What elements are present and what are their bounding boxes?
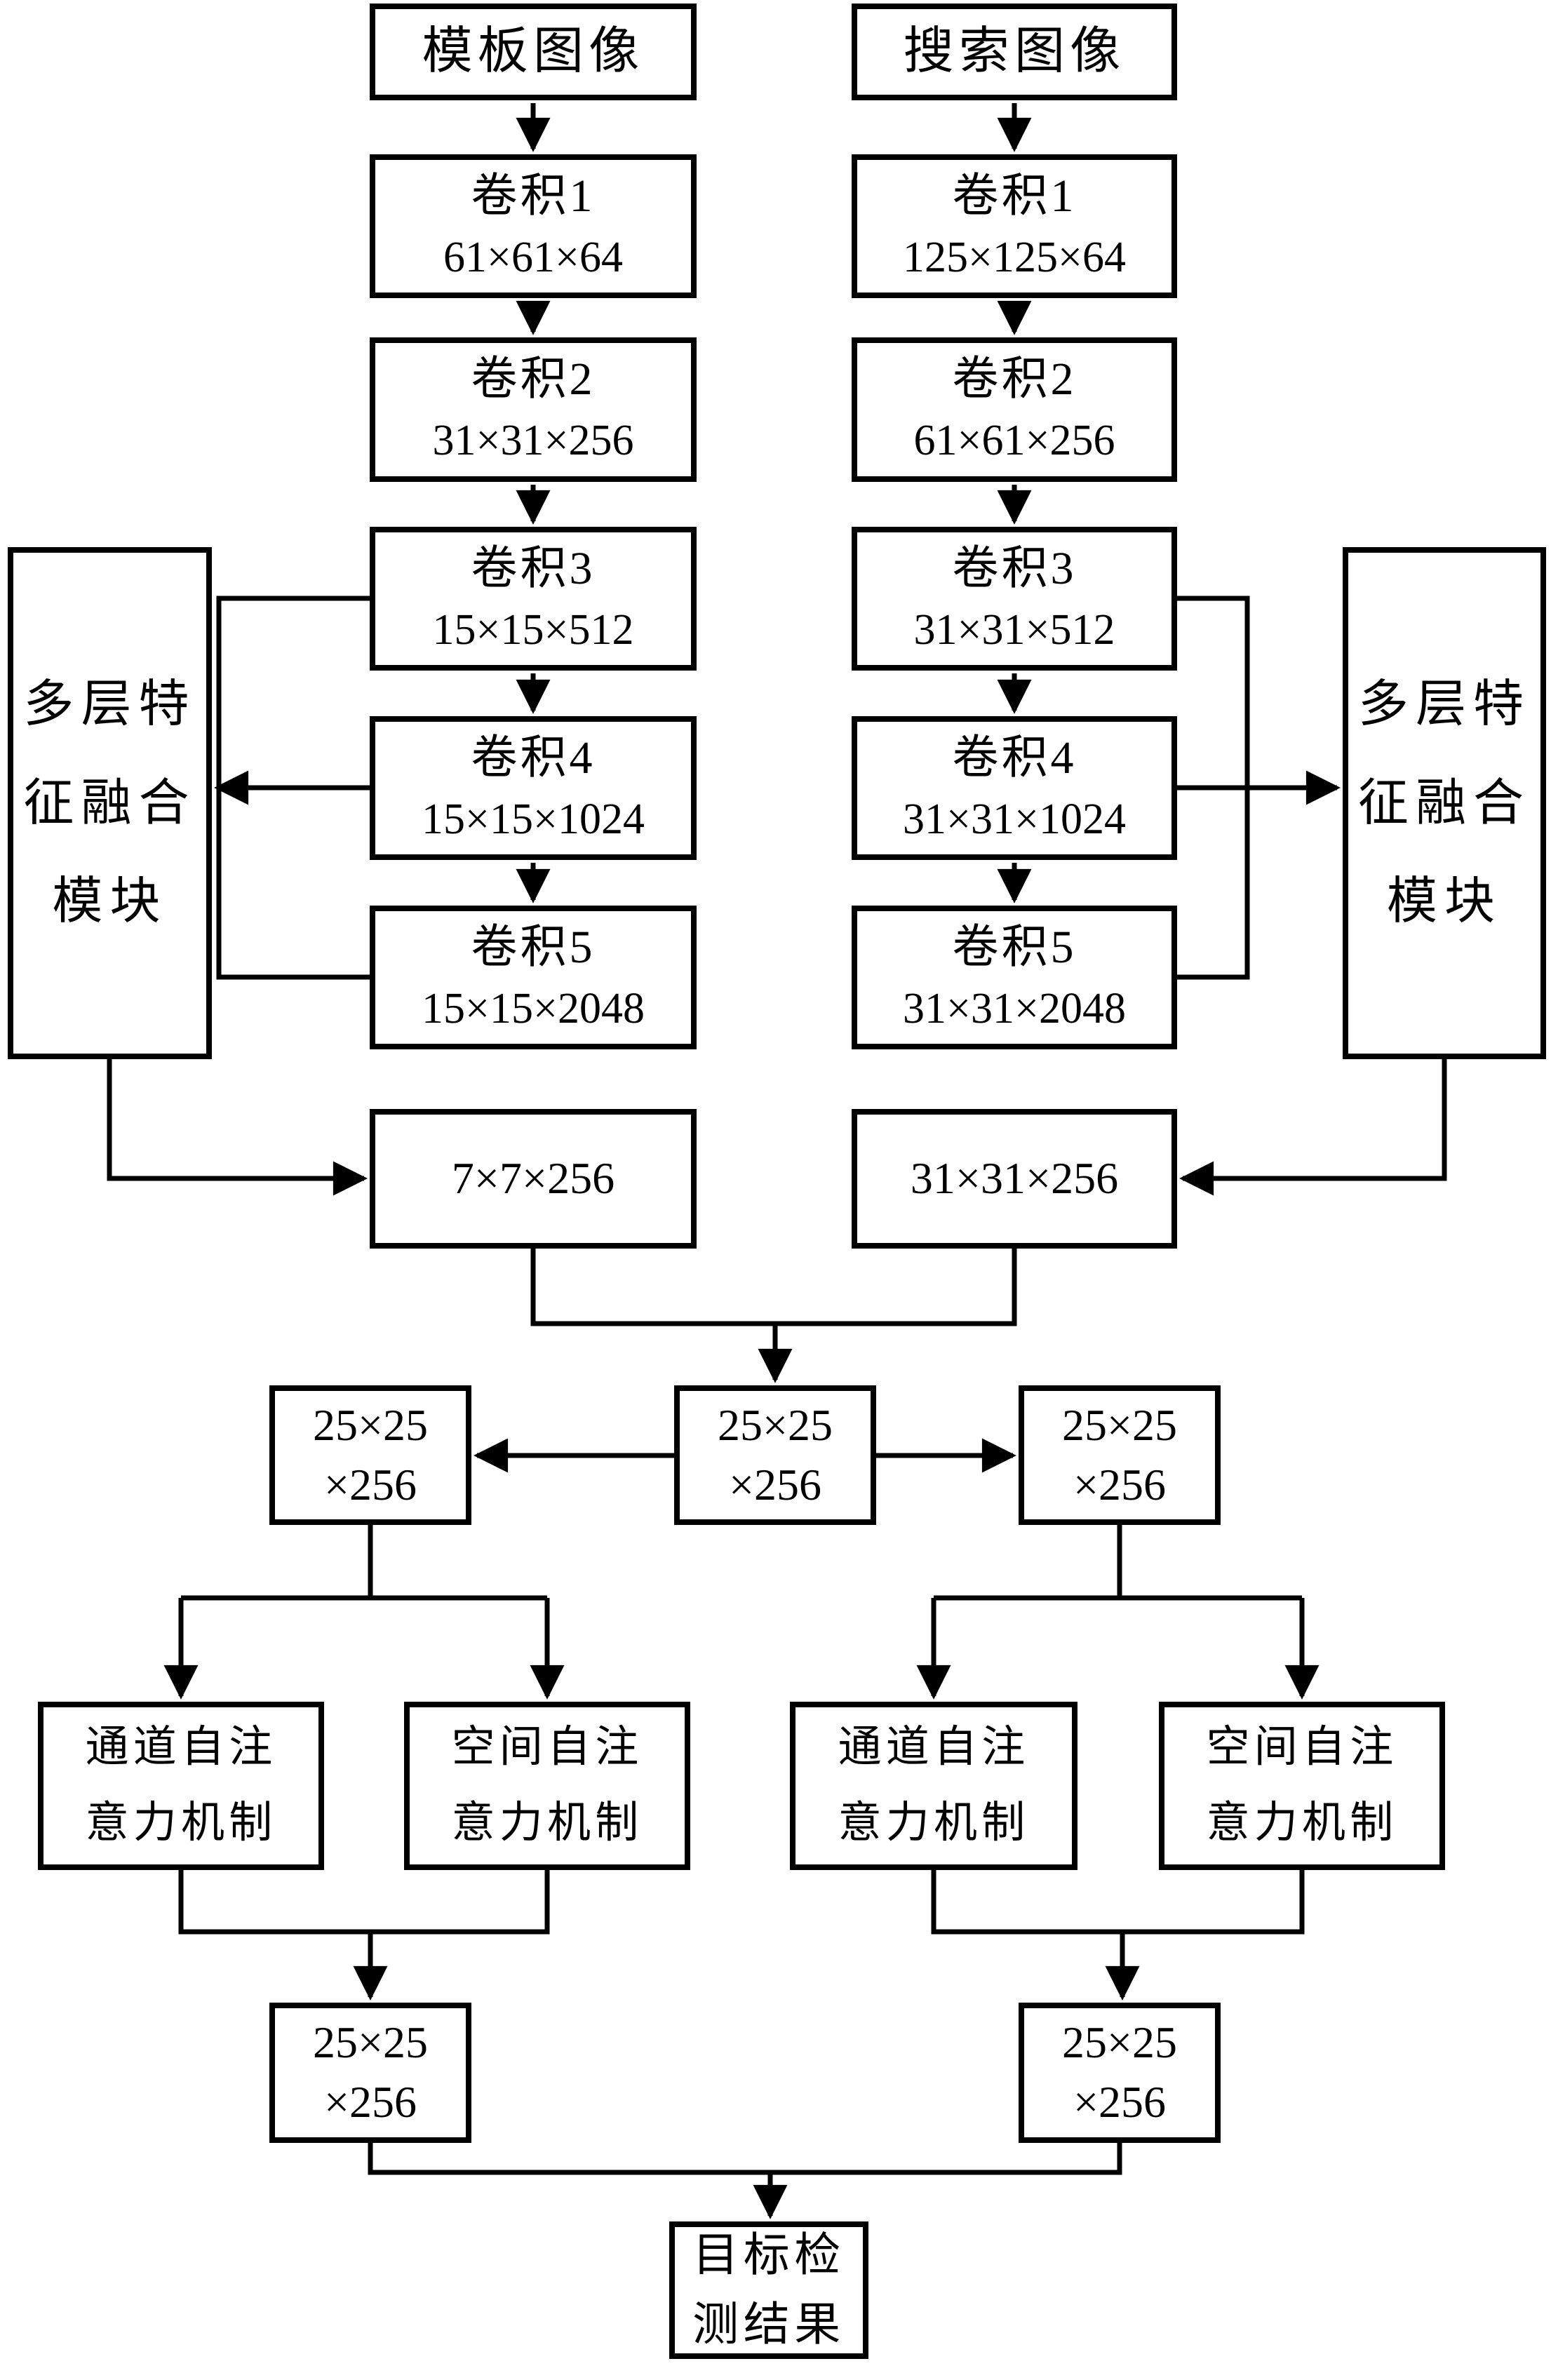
template-conv2-box: 卷积2 31×31×256 [370,337,697,482]
template-conv4-box: 卷积4 15×15×1024 [370,716,697,860]
search-spatial-attention-box: 空间自注 意力机制 [1159,1702,1445,1870]
search-attention-input-box: 25×25 ×256 [1019,1385,1221,1525]
correlation-feature-box: 25×25 ×256 [674,1385,876,1525]
feature-dims-line: 25×25 [312,1400,429,1451]
feature-dims-line: ×256 [728,1459,822,1510]
conv-title: 卷积4 [471,732,596,784]
feature-dims-line: 25×25 [1061,1400,1178,1451]
fusion-label-line: 多层特 [1357,676,1531,733]
search-conv4-box: 卷积4 31×31×1024 [852,716,1177,860]
attention-label-line: 意力机制 [451,1799,643,1847]
attention-label-line: 意力机制 [838,1799,1030,1847]
conv-title: 卷积5 [952,922,1077,974]
merge-template-feature [530,1249,775,1326]
template-fused-feature-box: 7×7×256 [370,1109,697,1249]
template-conv3-box: 卷积3 15×15×512 [370,527,697,671]
conv-title: 卷积4 [952,732,1077,784]
template-image-box: 模板图像 [370,4,697,100]
feature-dims-line: ×256 [1073,2077,1167,2127]
template-spatial-attention-box: 空间自注 意力机制 [404,1702,690,1870]
template-conv5-box: 卷积5 15×15×2048 [370,906,697,1049]
feature-dims: 7×7×256 [451,1153,615,1204]
search-fusion-module-box: 多层特 征融合 模块 [1343,547,1546,1059]
conv-title: 卷积2 [952,354,1077,405]
search-fused-feature-box: 31×31×256 [852,1109,1177,1249]
template-conv1-box: 卷积1 61×61×64 [370,154,697,298]
conv-dims: 125×125×64 [903,233,1126,281]
conv-title: 卷积1 [471,170,596,222]
fusion-label-line: 模块 [52,873,168,930]
merge-left-attention [178,1870,550,1935]
attention-label-line: 空间自注 [451,1723,643,1772]
merge-right-attention [931,1870,1305,1935]
search-image-label: 搜索图像 [903,23,1126,80]
fusion-label-line: 模块 [1386,873,1503,930]
arrow-template-fusion-to-feature [107,1059,368,1196]
feature-dims-line: ×256 [323,1459,417,1510]
search-conv5-box: 卷积5 31×31×2048 [852,906,1177,1049]
feature-dims-line: 25×25 [1061,2017,1178,2068]
feature-dims: 31×31×256 [910,1153,1119,1204]
search-conv3-box: 卷积3 31×31×512 [852,527,1177,671]
feature-dims-line: 25×25 [717,1400,833,1451]
search-conv2-box: 卷积2 61×61×256 [852,337,1177,482]
conv-title: 卷积2 [471,354,596,405]
conv-title: 卷积5 [471,922,596,974]
template-attention-input-box: 25×25 ×256 [269,1385,471,1525]
fusion-label-line: 征融合 [1357,774,1531,831]
template-channel-attention-box: 通道自注 意力机制 [38,1702,324,1870]
search-image-box: 搜索图像 [852,4,1177,100]
attention-label-line: 通道自注 [838,1723,1030,1772]
search-channel-attention-box: 通道自注 意力机制 [790,1702,1077,1870]
conv-dims: 15×15×2048 [422,984,645,1033]
conv-dims: 31×31×256 [432,417,634,465]
feature-dims-line: 25×25 [312,2017,429,2068]
conv-dims: 15×15×1024 [422,795,645,843]
attention-label-line: 通道自注 [85,1723,277,1772]
conv-title: 卷积3 [471,543,596,595]
conv-dims: 61×61×256 [913,417,1115,465]
tsplit-left [181,1525,547,1601]
result-label-line: 目标检 [692,2230,845,2281]
merge-final [368,2143,1122,2175]
fusion-label-line: 征融合 [23,774,196,831]
attention-label-line: 空间自注 [1206,1723,1398,1772]
search-attention-output-box: 25×25 ×256 [1019,2003,1221,2143]
fusion-label-line: 多层特 [23,676,196,733]
attention-label-line: 意力机制 [1206,1799,1398,1847]
tsplit-right [934,1525,1302,1601]
template-image-label: 模板图像 [422,23,645,80]
search-conv1-box: 卷积1 125×125×64 [852,154,1177,298]
conv-dims: 61×61×64 [443,233,623,281]
merge-search-feature [775,1249,1017,1326]
template-fusion-module-box: 多层特 征融合 模块 [8,547,212,1059]
feature-dims-line: ×256 [1073,1459,1167,1510]
result-label-line: 测结果 [692,2299,845,2351]
conv-dims: 31×31×512 [913,605,1115,654]
template-attention-output-box: 25×25 ×256 [269,2003,471,2143]
conv-title: 卷积1 [952,170,1077,222]
attention-label-line: 意力机制 [85,1799,277,1847]
conv-dims: 31×31×1024 [903,795,1126,843]
conv-title: 卷积3 [952,543,1077,595]
conv-dims: 31×31×2048 [903,984,1126,1033]
feature-dims-line: ×256 [323,2077,417,2127]
detection-result-box: 目标检 测结果 [669,2221,868,2359]
conv-dims: 15×15×512 [432,605,634,654]
arrow-search-fusion-to-feature [1179,1059,1447,1196]
